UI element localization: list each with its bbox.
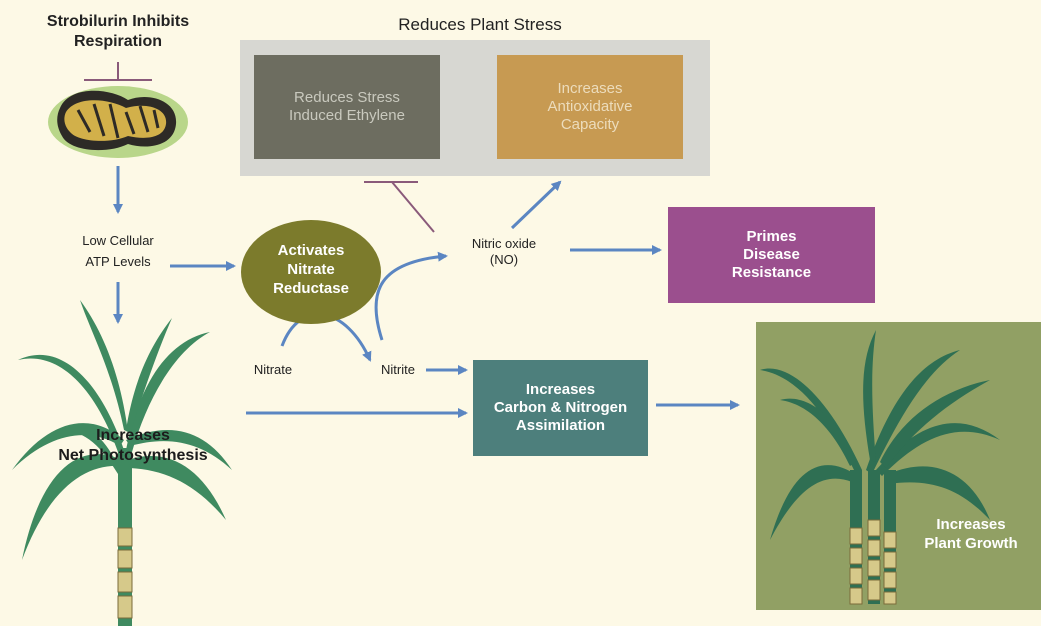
disease-resistance-label: Primes Disease Resistance [731, 228, 812, 281]
plant-growth-label: Increases Plant Growth [924, 516, 1018, 552]
inhibit-respiration-marker [84, 62, 152, 81]
ethylene-label: Reduces Stress Induced Ethylene [289, 89, 405, 124]
inhibit-ethylene-marker [364, 181, 435, 233]
growth-panel [756, 322, 1041, 610]
antioxidant-label: Increases Antioxidative Capacity [547, 80, 633, 133]
antioxidant-box: Increases Antioxidative Capacity [497, 55, 683, 159]
ethylene-box: Reduces Stress Induced Ethylene [254, 55, 440, 159]
nitrate-reductase-ellipse [241, 220, 381, 324]
stress-panel-title: Reduces Plant Stress [398, 15, 562, 34]
arrow-nitrite-to-no [374, 251, 448, 341]
sugarcane-plant-icon [12, 300, 232, 626]
disease-resistance-box: Primes Disease Resistance [668, 207, 875, 303]
assimilation-box: Increases Carbon & Nitrogen Assimilation [473, 360, 648, 456]
nitrite-label: Nitrite [381, 362, 415, 377]
arrow-no-to-antioxidant [510, 180, 562, 230]
nitrate-reductase-label: Activates Nitrate Reductase [273, 242, 349, 297]
assimilation-label: Increases Carbon & Nitrogen Assimilation [493, 381, 628, 434]
nitrate-label: Nitrate [253, 362, 293, 377]
atp-label: Low Cellular ATP Levels [82, 233, 154, 269]
mitochondrion-icon [48, 86, 188, 158]
sugarcane-cluster-icon [760, 330, 1000, 605]
flow-arrows [113, 166, 740, 418]
photosynthesis-label: Increases Net Photosynthesis [58, 427, 208, 464]
strobilurin-title: Strobilurin Inhibits Respiration [46, 13, 190, 50]
nitric-oxide-label: Nitric oxide (NO) [471, 236, 537, 268]
